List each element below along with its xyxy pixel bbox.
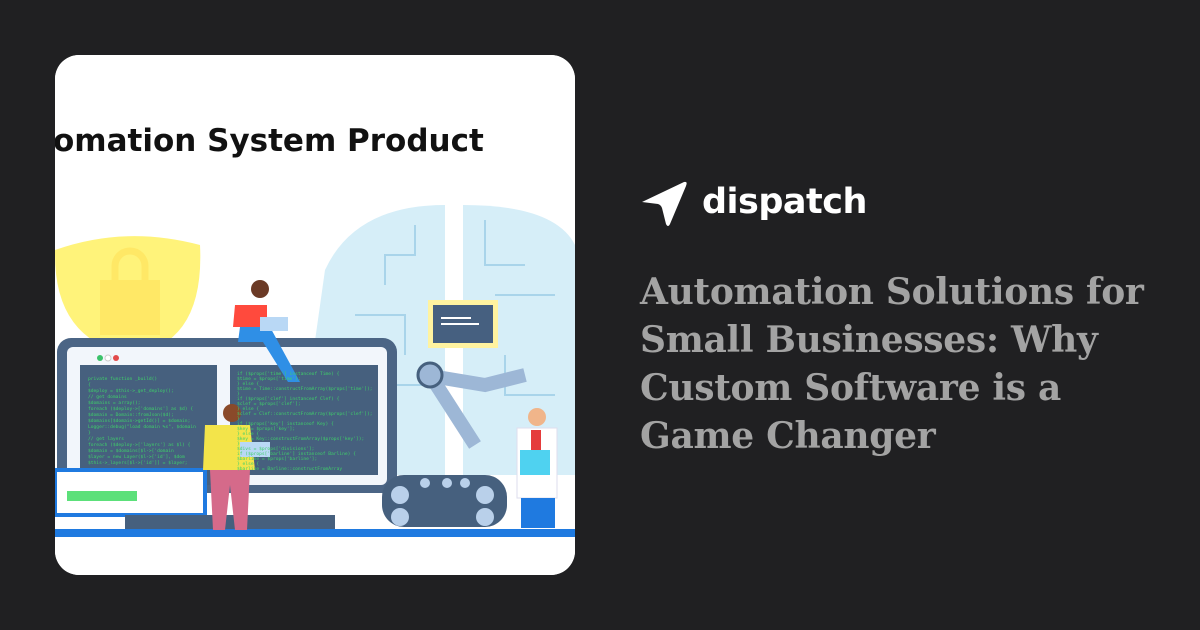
send-arrow-icon — [642, 181, 687, 226]
code-text: } — [237, 416, 240, 422]
code-text: $key = $props['key']; — [237, 426, 295, 432]
code-text: $divs = $props['divisions']; — [237, 446, 314, 452]
code-text: } — [88, 430, 91, 436]
lock-shield-icon — [55, 236, 201, 355]
code-text: } else { — [237, 461, 259, 467]
code-text: $domain = $domains[$l->['domain — [88, 448, 174, 454]
code-text: $time = $props['time']; — [237, 376, 301, 382]
code-text: foreach ($deploy->['layers'] as $l) { — [88, 442, 191, 448]
brand-name: dispatch — [702, 182, 867, 222]
code-text: } else { — [237, 381, 259, 387]
code-text: $layer = new Layer($l->['id'], $dom — [88, 454, 185, 460]
automation-illustration: omation System Product — [55, 55, 575, 575]
code-text: $this->_layers[$l->['id']] = $layer; — [88, 460, 188, 466]
code-text: Logger::debug("load domain %s", $domain — [88, 424, 196, 430]
chip-icon — [428, 300, 498, 348]
code-text: // get domains — [88, 394, 127, 400]
code-text: $key = Key::constructFromArray($props['k… — [237, 436, 364, 442]
code-text: $deploy = $this->_get_deploy(); — [88, 388, 174, 394]
code-text: if ($props['key'] instanceof Key) { — [237, 421, 334, 427]
code-text: $barline = Barline::constructFromArray — [237, 466, 342, 472]
code-text: $domain = Domain::fromJson($d); — [88, 412, 174, 418]
code-text: foreach ($deploy->['domains'] as $d) { — [88, 406, 193, 412]
code-text: { — [88, 382, 91, 388]
brand-logo: dispatch — [640, 180, 867, 228]
code-text: private function _build(){ $deploy = $th… — [88, 371, 373, 472]
code-text: $barline = $props['barline']; — [237, 456, 317, 462]
robot-arm-graphic — [382, 361, 527, 527]
code-text: $clef = Clef::constructFromArray($props[… — [237, 411, 373, 417]
person-standing-laptop — [203, 404, 270, 530]
code-text: if ($props['time'] instanceof Time) { — [237, 371, 340, 377]
person-sitting — [233, 280, 300, 382]
code-text: // get layers — [88, 436, 124, 442]
code-text: } — [237, 441, 240, 447]
article-thumbnail: omation System Product — [55, 55, 575, 575]
code-text: private function _build() — [88, 376, 157, 382]
code-text: $domains[$domain->getId()] = $domain; — [88, 418, 190, 424]
code-text: $time = Time::constructFromArray($props[… — [237, 386, 373, 392]
code-text: if ($props['barline'] instanceof Barline… — [237, 451, 356, 457]
code-text: $clef = $props['clef']; — [237, 401, 301, 407]
code-text: $domains = array(); — [88, 400, 141, 406]
image-heading: omation System Product — [55, 123, 484, 159]
person-lab-coat — [516, 408, 558, 528]
code-text: } else { — [237, 431, 259, 437]
code-text: } else { — [237, 406, 259, 412]
code-text: if ($props['clef'] instanceof Clef) { — [237, 396, 340, 402]
code-text: } — [237, 391, 240, 397]
article-title: Automation Solutions for Small Businesse… — [640, 271, 1144, 457]
